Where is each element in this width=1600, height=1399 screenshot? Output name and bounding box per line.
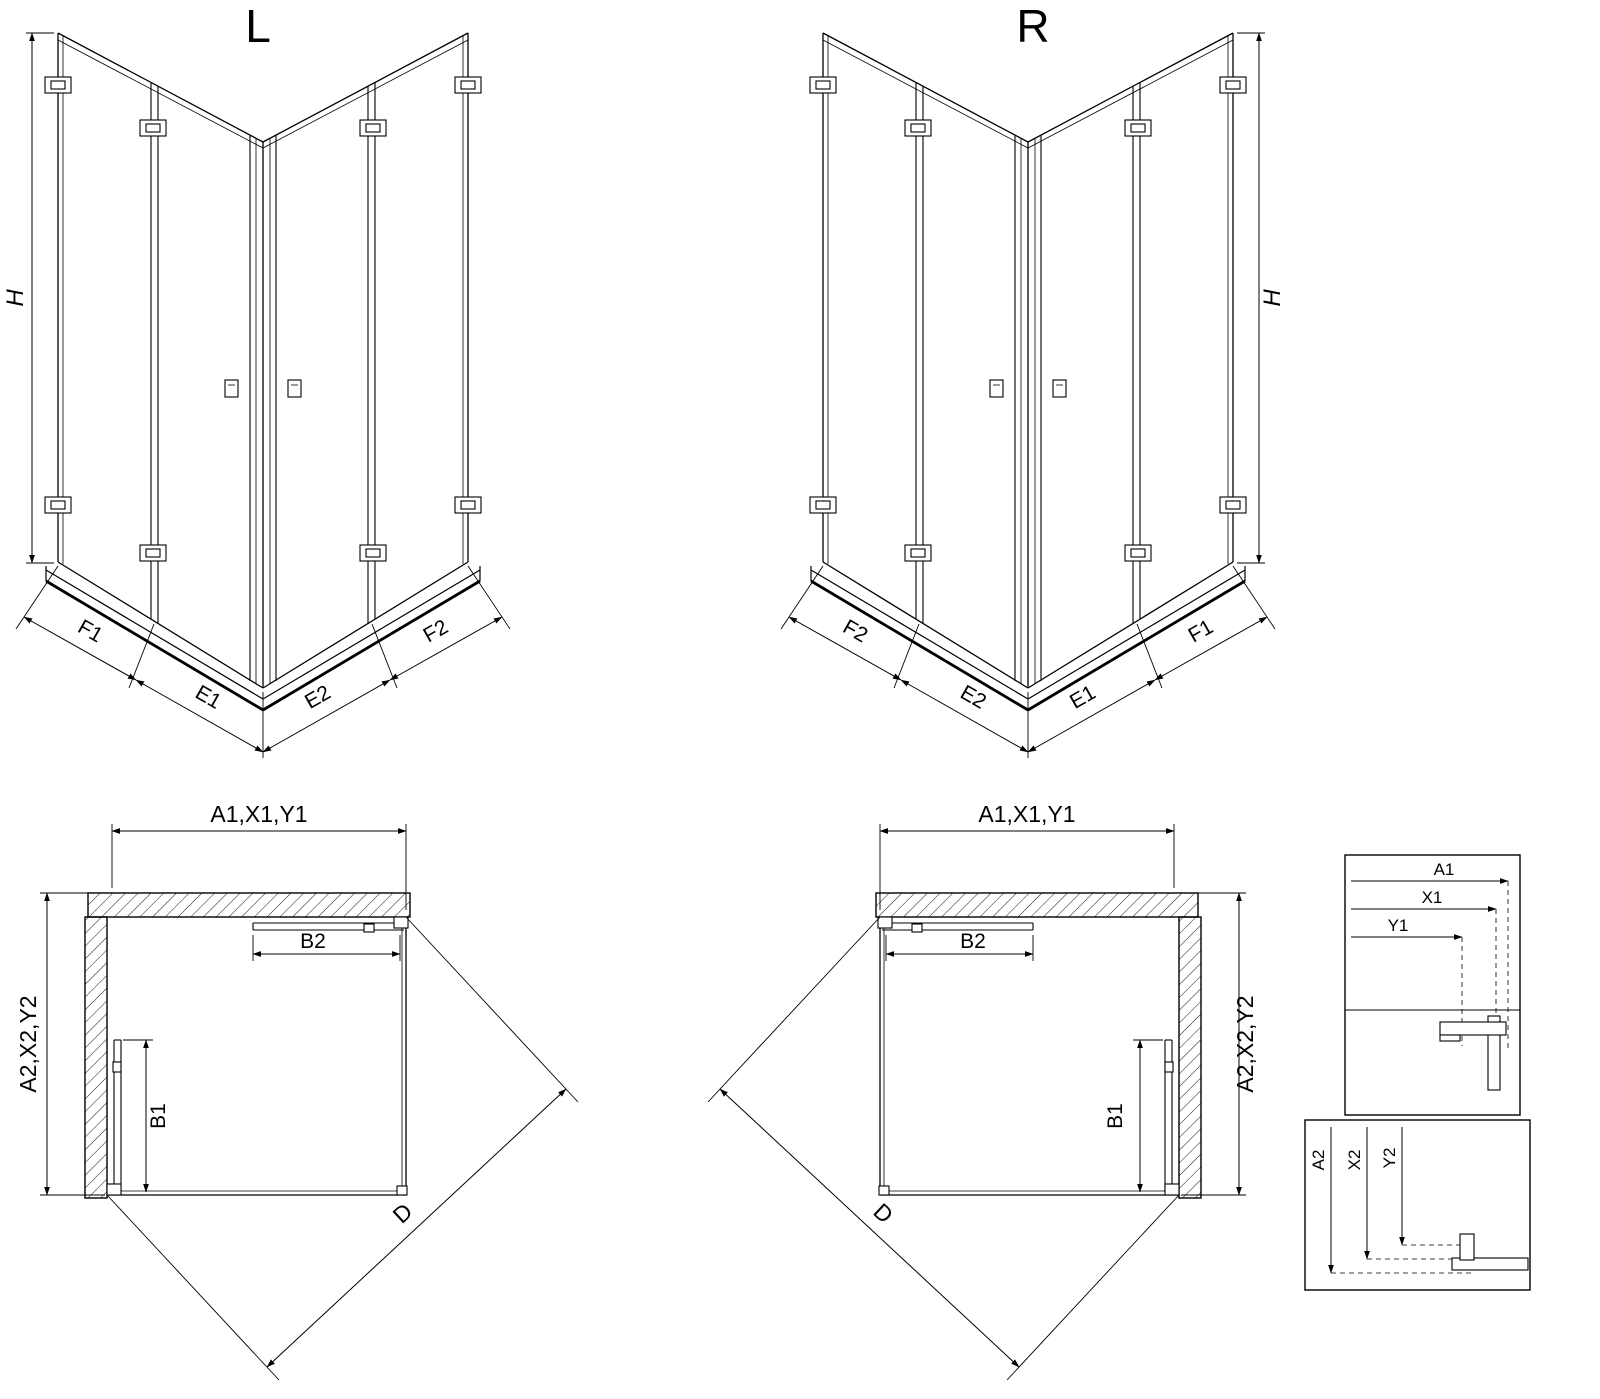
iso-right-bottom-right-dims: E1 F1 [1027, 565, 1276, 753]
dim-label-depth: A2,X2,Y2 [1232, 995, 1258, 1092]
wall-top-hatched [87, 892, 411, 918]
door-top-folded [252, 916, 409, 933]
dim-label-a1: A1 [1434, 860, 1455, 879]
dim-label-b2: B2 [300, 930, 326, 953]
detail-width-reference: A1 X1 Y1 [1344, 854, 1521, 1116]
corner-fitting [878, 1185, 890, 1196]
door-handle [363, 923, 375, 933]
profile-section [1451, 1233, 1529, 1271]
detail-depth-reference: A2 X2 Y2 [1304, 1119, 1531, 1291]
corner-unit-left [45, 33, 481, 710]
dim-label-x1: X1 [1422, 888, 1443, 907]
iso-right-bottom-left-dims: F2 E2 [780, 565, 1029, 758]
hinge-bracket [877, 916, 893, 929]
door-side-folded [1164, 1039, 1180, 1196]
dim-label-f1: F1 [74, 615, 107, 647]
plan-right-width-dim: A1,X1,Y1 [879, 801, 1175, 910]
dim-label-f1: F1 [1184, 615, 1217, 647]
iso-left-bottom-right-dims: E2 F2 [262, 565, 511, 753]
detail-box [1304, 1119, 1531, 1291]
dim-label-height: H [1259, 289, 1286, 307]
detail-box [1344, 854, 1521, 1116]
wall-right-hatched [1178, 916, 1202, 1199]
iso-right-height-dimension: H [1237, 32, 1286, 564]
plan-left-diagonal-dim: D [106, 916, 579, 1381]
dim-label-depth: A2,X2,Y2 [15, 995, 41, 1092]
plan-right-diagonal-dim: D [707, 916, 1180, 1381]
dim-label-height: H [2, 289, 29, 307]
door-handle [112, 1061, 122, 1073]
dim-label-f2: F2 [419, 615, 452, 647]
dim-label-f2: F2 [839, 615, 872, 647]
wall-top-hatched [875, 892, 1199, 918]
plan-left-depth-dim: A2,X2,Y2 [15, 892, 105, 1196]
corner-fitting [396, 1185, 408, 1196]
hinge-bracket [1164, 1183, 1180, 1196]
variant-title-left: L [245, 0, 271, 52]
dim-label-x2: X2 [1345, 1150, 1364, 1171]
iso-view-right: R H F2 E2 E1 F1 [780, 0, 1286, 758]
profile-section [1439, 1015, 1507, 1091]
dim-label-d: D [388, 1198, 418, 1228]
dim-label-b2: B2 [960, 930, 986, 953]
plan-view-left: A1,X1,Y1 A2,X2,Y2 B2 B1 D [15, 801, 579, 1381]
dim-label-width: A1,X1,Y1 [210, 801, 307, 827]
plan-view-right: A1,X1,Y1 A2,X2,Y2 B2 B1 D [707, 801, 1258, 1381]
dim-label-d: D [869, 1198, 899, 1228]
door-handle [911, 923, 923, 933]
dim-label-y1: Y1 [1388, 916, 1409, 935]
plan-left-b1-dim: B1 [123, 1039, 170, 1193]
wall-left-hatched [84, 916, 108, 1199]
door-top-folded [877, 916, 1034, 933]
plan-left-b2-dim: B2 [252, 930, 401, 961]
dim-label-b1: B1 [1104, 1103, 1127, 1129]
iso-left-bottom-left-dims: F1 E1 [15, 565, 264, 758]
corner-unit-right [810, 33, 1246, 710]
dim-label-width: A1,X1,Y1 [978, 801, 1075, 827]
enclosure-glass-right-plan [878, 917, 1179, 1196]
dim-label-y2: Y2 [1380, 1148, 1399, 1169]
door-side-folded [106, 1039, 122, 1196]
plan-right-b2-dim: B2 [885, 930, 1034, 961]
dim-label-b1: B1 [147, 1103, 170, 1129]
plan-right-depth-dim: A2,X2,Y2 [1181, 892, 1258, 1196]
door-handle [1164, 1061, 1174, 1073]
iso-view-left: L H F1 E1 E2 F2 [2, 0, 511, 758]
plan-left-width-dim: A1,X1,Y1 [111, 801, 407, 910]
hinge-bracket [393, 916, 409, 929]
variant-title-right: R [1016, 0, 1049, 52]
hinge-bracket [106, 1183, 122, 1196]
dim-label-a2: A2 [1309, 1150, 1328, 1171]
enclosure-glass-left-plan [107, 917, 408, 1196]
plan-right-b1-dim: B1 [1104, 1039, 1163, 1193]
iso-left-height-dimension: H [2, 32, 54, 564]
